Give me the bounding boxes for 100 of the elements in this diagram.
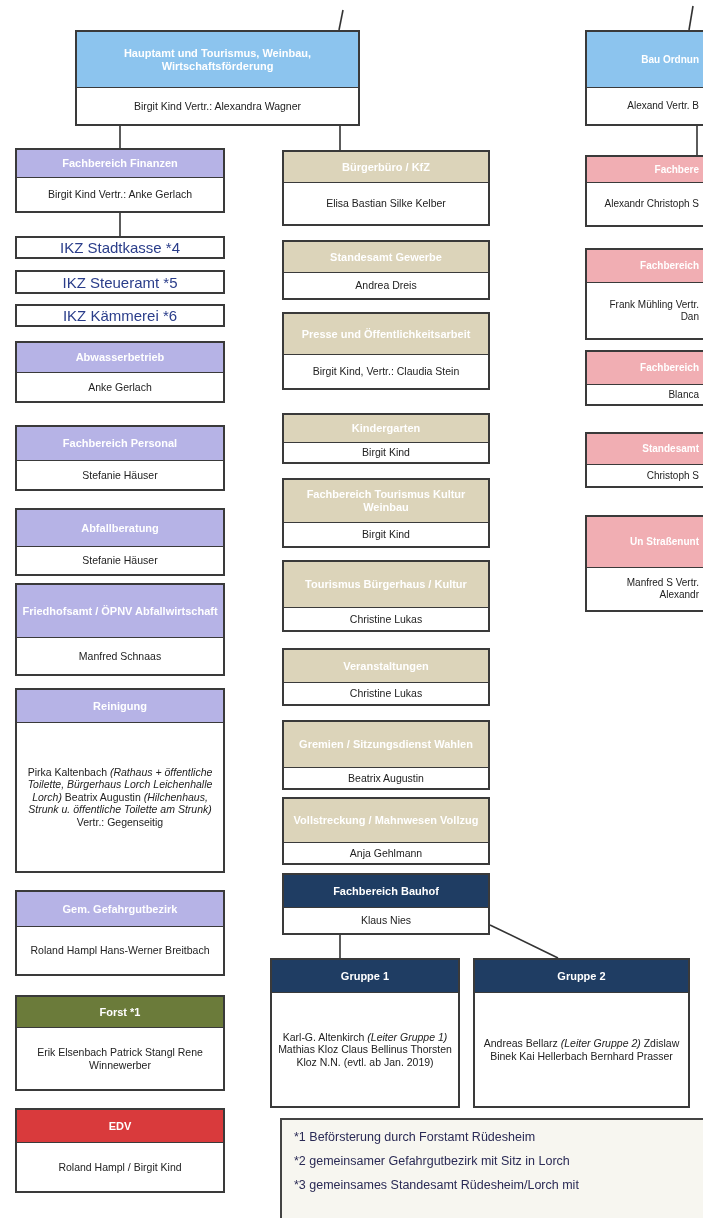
staff-names: Birgit Kind [362, 446, 410, 459]
org-unit-box [270, 958, 460, 1108]
org-unit-box [75, 30, 360, 126]
staff-names: Anke Gerlach [88, 380, 152, 394]
unit-title: IKZ Kämmerei *6 [62, 307, 178, 324]
unit-title: Bürgerbüro / KfZ [342, 160, 430, 174]
org-unit-box [282, 413, 490, 464]
connector-line [338, 9, 344, 31]
staff-names: Stefanie Häuser [82, 554, 158, 567]
staff-names: Blanca [668, 388, 699, 401]
unit-title: Hauptamt und Tourismus, Weinbau, Wirtschaftsförderung [122, 46, 313, 73]
unit-title: Fachbereich [640, 362, 699, 374]
unit-title: Fachbereich [640, 260, 699, 272]
connector-line [696, 125, 698, 156]
unit-title: Fachbereich Personal [62, 437, 178, 450]
org-unit-box [282, 720, 490, 790]
staff-names: Christine Lukas [349, 612, 423, 626]
connector-line [489, 924, 559, 959]
org-unit-box [15, 425, 225, 491]
staff-names: Roland Hampl Hans-Werner Breitbach [30, 944, 210, 957]
staff-names: Birgit Kind, Vertr.: Claudia Stein [312, 365, 460, 378]
org-unit-box [15, 270, 225, 294]
org-unit-box [282, 478, 490, 548]
unit-title: Fachbereich Tourismus Kultur Weinbau [305, 488, 467, 514]
staff-names: Klaus Nies [360, 914, 412, 927]
connector-line [339, 125, 341, 151]
unit-title: Tourismus Bürgerhaus / Kultur [305, 578, 467, 591]
staff-names: Christine Lukas [349, 687, 423, 700]
org-unit-box [585, 30, 703, 126]
staff-names: Stefanie Häuser [82, 468, 158, 482]
staff-names: Birgit Kind [362, 528, 410, 541]
org-unit-box [282, 240, 490, 300]
unit-title: IKZ Steueramt *5 [62, 273, 178, 291]
connector-line [339, 934, 341, 959]
staff-names: Birgit Kind Vertr.: Alexandra Wagner [133, 99, 302, 113]
org-unit-box [282, 873, 490, 935]
unit-title: Un Straßenunt [630, 536, 699, 548]
unit-title: Vollstreckung / Mahnwesen Vollzug [293, 814, 479, 827]
unit-title: Forst *1 [99, 1005, 141, 1019]
unit-title: Abwasserbetrieb [75, 351, 165, 364]
org-unit-box [15, 995, 225, 1091]
org-unit-box [585, 155, 703, 227]
staff-names: Frank Mühling Vertr. Dan [608, 298, 699, 323]
org-unit-box [282, 648, 490, 706]
staff-names: Erik Elsenbach Patrick Stangl Rene Winnewerber [36, 1045, 204, 1072]
footnote-text: *3 gemeinsames Standesamt Rüdesheim/Lorch mit [294, 1178, 580, 1192]
connector-line [688, 5, 694, 31]
staff-names: Andreas Bellarz (Leiter Gruppe 2) Zdislaw Binek Kai Hellerbach Bernhard Prasser [482, 1036, 681, 1063]
footnote-text: *1 Beförsterung durch Forstamt Rüdesheim [294, 1130, 537, 1144]
unit-title: Standesamt [642, 443, 699, 455]
staff-names: Alexand Vertr. B [627, 100, 699, 112]
org-unit-box [15, 236, 225, 259]
unit-title: Abfallberatung [81, 521, 159, 535]
unit-title: Presse und Öffentlichkeitsarbeit [301, 327, 471, 341]
connector-line [119, 212, 121, 237]
unit-title: Standesamt Gewerbe [330, 250, 442, 264]
staff-names: Roland Hampl / Birgit Kind [58, 1160, 182, 1174]
staff-names: Elisa Bastian Silke Kelber [326, 197, 446, 210]
org-unit-box [15, 508, 225, 576]
org-unit-box [473, 958, 690, 1108]
unit-title: Fachbere [654, 163, 699, 176]
unit-title: Gremien / Sitzungsdienst Wahlen [299, 738, 473, 751]
org-unit-box [282, 797, 490, 865]
unit-title: Friedhofsamt / ÖPNV Abfallwirtschaft [22, 604, 218, 618]
staff-names: Anja Gehlmann [349, 846, 423, 860]
org-unit-box [15, 890, 225, 976]
unit-title: Gruppe 1 [340, 969, 390, 983]
org-unit-box [585, 432, 703, 488]
unit-title: EDV [108, 1119, 132, 1133]
org-unit-box [585, 515, 703, 612]
staff-names: Beatrix Augustin [348, 771, 424, 785]
staff-names: Manfred Schnaas [78, 649, 162, 663]
org-unit-box [15, 341, 225, 403]
unit-title: Fachbereich Bauhof [333, 884, 439, 898]
unit-title: Fachbereich Finanzen [62, 157, 178, 170]
footnote-text: *2 gemeinsamer Gefahrgutbezirk mit Sitz in Lorch [294, 1154, 571, 1168]
unit-title: IKZ Stadtkasse *4 [59, 239, 181, 256]
staff-names: Andrea Dreis [355, 279, 417, 292]
staff-names: Manfred S Vertr. Alexandr [625, 577, 699, 601]
staff-names: Pirka Kaltenbach (Rathaus + öffentliche Toilette, Bürgerhaus Lorch Leichenhalle Lorch) Beatrix Augustin (Hilchenhaus, Strunk u. öffentliche Toilette am Strunk) Vertr.: Gegenseitig [26, 765, 214, 829]
org-unit-box [15, 583, 225, 676]
org-unit-box [15, 688, 225, 873]
connector-line [119, 125, 121, 149]
unit-title: Gruppe 2 [557, 969, 606, 983]
org-unit-box [585, 350, 703, 406]
staff-names: Birgit Kind Vertr.: Anke Gerlach [47, 188, 193, 201]
unit-title: Kindergarten [351, 422, 421, 435]
staff-names: Karl-G. Altenkirch (Leiter Gruppe 1) Mathias Kloz Claus Bellinus Thorsten Kloz N.N. (evtl. ab Jan. 2019) [277, 1030, 453, 1069]
org-unit-box [282, 312, 490, 390]
unit-title: Gem. Gefahrgutbezirk [62, 902, 178, 916]
staff-names: Alexandr Christoph S [604, 198, 699, 210]
unit-title: Veranstaltungen [343, 659, 429, 673]
org-unit-box [585, 248, 703, 340]
unit-title: Reinigung [93, 699, 147, 713]
org-unit-box [15, 148, 225, 213]
unit-title: Bau Ordnun [641, 53, 699, 66]
org-unit-box [282, 560, 490, 632]
staff-names: Christoph S [646, 469, 699, 482]
org-unit-box [15, 1108, 225, 1193]
org-unit-box [15, 304, 225, 327]
